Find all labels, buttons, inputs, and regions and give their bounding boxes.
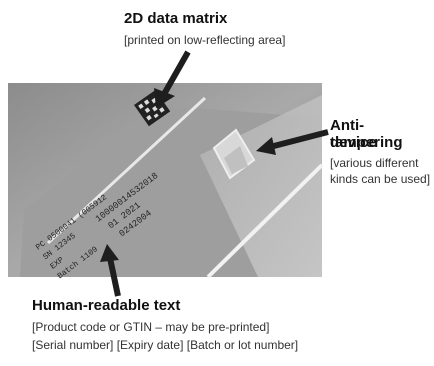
lid-edge: [206, 163, 324, 279]
arrow-anti-tampering: [256, 129, 329, 155]
data-matrix-title: 2D data matrix: [124, 10, 228, 27]
anti-tampering-note-line-1: [various different: [330, 156, 419, 170]
arrow-human-readable: [100, 244, 121, 297]
pack-edge: [46, 96, 207, 245]
human-readable-note-line-1: [Product code or GTIN – may be pre-print…: [32, 320, 270, 334]
anti-tampering-title-line-1: Anti-tampering: [330, 117, 403, 151]
data-matrix-note: [printed on low-reflecting area]: [124, 33, 286, 47]
human-readable-title: Human-readable text: [32, 297, 181, 314]
arrow-data-matrix: [154, 50, 191, 108]
anti-tampering-title-line-2: device: [330, 134, 377, 151]
human-readable-note-line-2: [Serial number] [Expiry date] [Batch or …: [32, 338, 299, 352]
tamper-seal: [212, 128, 256, 180]
anti-tampering-note-line-2: kinds can be used]: [330, 172, 431, 186]
